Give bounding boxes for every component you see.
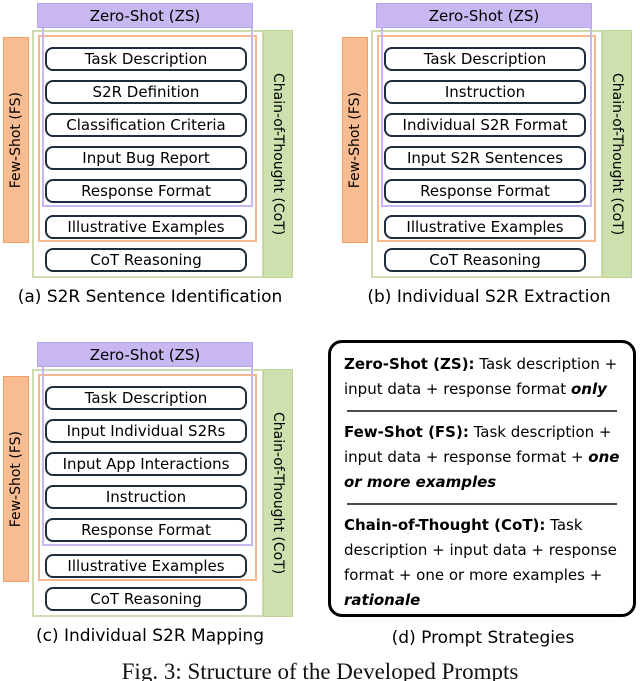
zero-shot-bar: Zero-Shot (ZS) (37, 342, 253, 367)
strategy-body: Task description + input data + response… (344, 423, 612, 466)
chain-of-thought-label: Chain-of-Thought (CoT) (270, 411, 286, 575)
few-shot-bar: Few-Shot (FS) (3, 376, 29, 582)
panel-caption-b: (b) Individual S2R Extraction (367, 287, 611, 307)
prompt-box: Illustrative Examples (45, 554, 247, 578)
few-shot-bar: Few-Shot (FS) (342, 37, 368, 243)
strategy-zero-shot: Zero-Shot (ZS): Task description + input… (344, 352, 620, 402)
strategy-emphasis: only (570, 380, 607, 398)
prompt-box: Task Description (384, 47, 586, 71)
strategy-label: Chain-of-Thought (CoT): (344, 516, 546, 534)
strategy-emphasis: rationale (344, 591, 421, 609)
few-shot-bar: Few-Shot (FS) (3, 37, 29, 243)
prompt-box: Individual S2R Format (384, 113, 586, 137)
prompt-box: Input Individual S2Rs (45, 419, 247, 443)
strategy-chain-of-thought: Chain-of-Thought (CoT): Task description… (344, 513, 620, 613)
chain-of-thought-bar: Chain-of-Thought (CoT) (263, 30, 293, 278)
chain-of-thought-bar: Chain-of-Thought (CoT) (602, 30, 632, 278)
prompt-box: Input S2R Sentences (384, 146, 586, 170)
figure-caption: Fig. 3: Structure of the Developed Promp… (121, 659, 519, 681)
prompt-box: CoT Reasoning (45, 248, 247, 272)
few-shot-label: Few-Shot (FS) (347, 91, 363, 189)
strategy-label: Few-Shot (FS): (344, 423, 469, 441)
strategy-label: Zero-Shot (ZS): (344, 355, 475, 373)
prompt-box: Response Format (45, 179, 247, 203)
prompt-box: Response Format (45, 518, 247, 542)
prompt-box: S2R Definition (45, 80, 247, 104)
panel-caption-d: (d) Prompt Strategies (391, 628, 575, 648)
separator (347, 410, 617, 412)
prompt-box: Task Description (45, 47, 247, 71)
prompt-box: CoT Reasoning (384, 248, 586, 272)
chain-of-thought-label: Chain-of-Thought (CoT) (270, 72, 286, 236)
prompt-box: Response Format (384, 179, 586, 203)
prompt-box: Instruction (384, 80, 586, 104)
panel-individual-s2r-extraction: Zero-Shot (ZS) Chain-of-Thought (CoT) Fe… (339, 0, 640, 318)
chain-of-thought-label: Chain-of-Thought (CoT) (609, 72, 625, 236)
zero-shot-bar: Zero-Shot (ZS) (376, 3, 592, 28)
panel-individual-s2r-mapping: Zero-Shot (ZS) Chain-of-Thought (CoT) Fe… (0, 339, 320, 657)
strategy-emphasis: one or more examples (344, 448, 620, 491)
panel-s2r-sentence-identification: Zero-Shot (ZS) Chain-of-Thought (CoT) Fe… (0, 0, 320, 318)
prompt-box: Classification Criteria (45, 113, 247, 137)
strategy-body: Task description + input data + response… (344, 516, 617, 584)
prompt-box: Illustrative Examples (384, 215, 586, 239)
fs-frame (38, 374, 257, 581)
few-shot-label: Few-Shot (FS) (8, 91, 24, 189)
fs-frame (38, 35, 257, 242)
prompt-box: Instruction (45, 485, 247, 509)
prompt-box: Task Description (45, 386, 247, 410)
prompt-box: Input Bug Report (45, 146, 247, 170)
panel-caption-c: (c) Individual S2R Mapping (36, 626, 264, 646)
separator (347, 503, 617, 505)
strategy-few-shot: Few-Shot (FS): Task description + input … (344, 420, 620, 495)
fs-frame (377, 35, 596, 242)
prompt-strategies-box: Zero-Shot (ZS): Task description + input… (328, 340, 636, 617)
panel-caption-a: (a) S2R Sentence Identification (17, 287, 283, 307)
chain-of-thought-bar: Chain-of-Thought (CoT) (263, 369, 293, 617)
zero-shot-bar: Zero-Shot (ZS) (37, 3, 253, 28)
prompt-box: Input App Interactions (45, 452, 247, 476)
few-shot-label: Few-Shot (FS) (8, 430, 24, 528)
prompt-box: CoT Reasoning (45, 587, 247, 611)
strategy-body: Task description + input data + response… (344, 355, 618, 398)
prompt-box: Illustrative Examples (45, 215, 247, 239)
